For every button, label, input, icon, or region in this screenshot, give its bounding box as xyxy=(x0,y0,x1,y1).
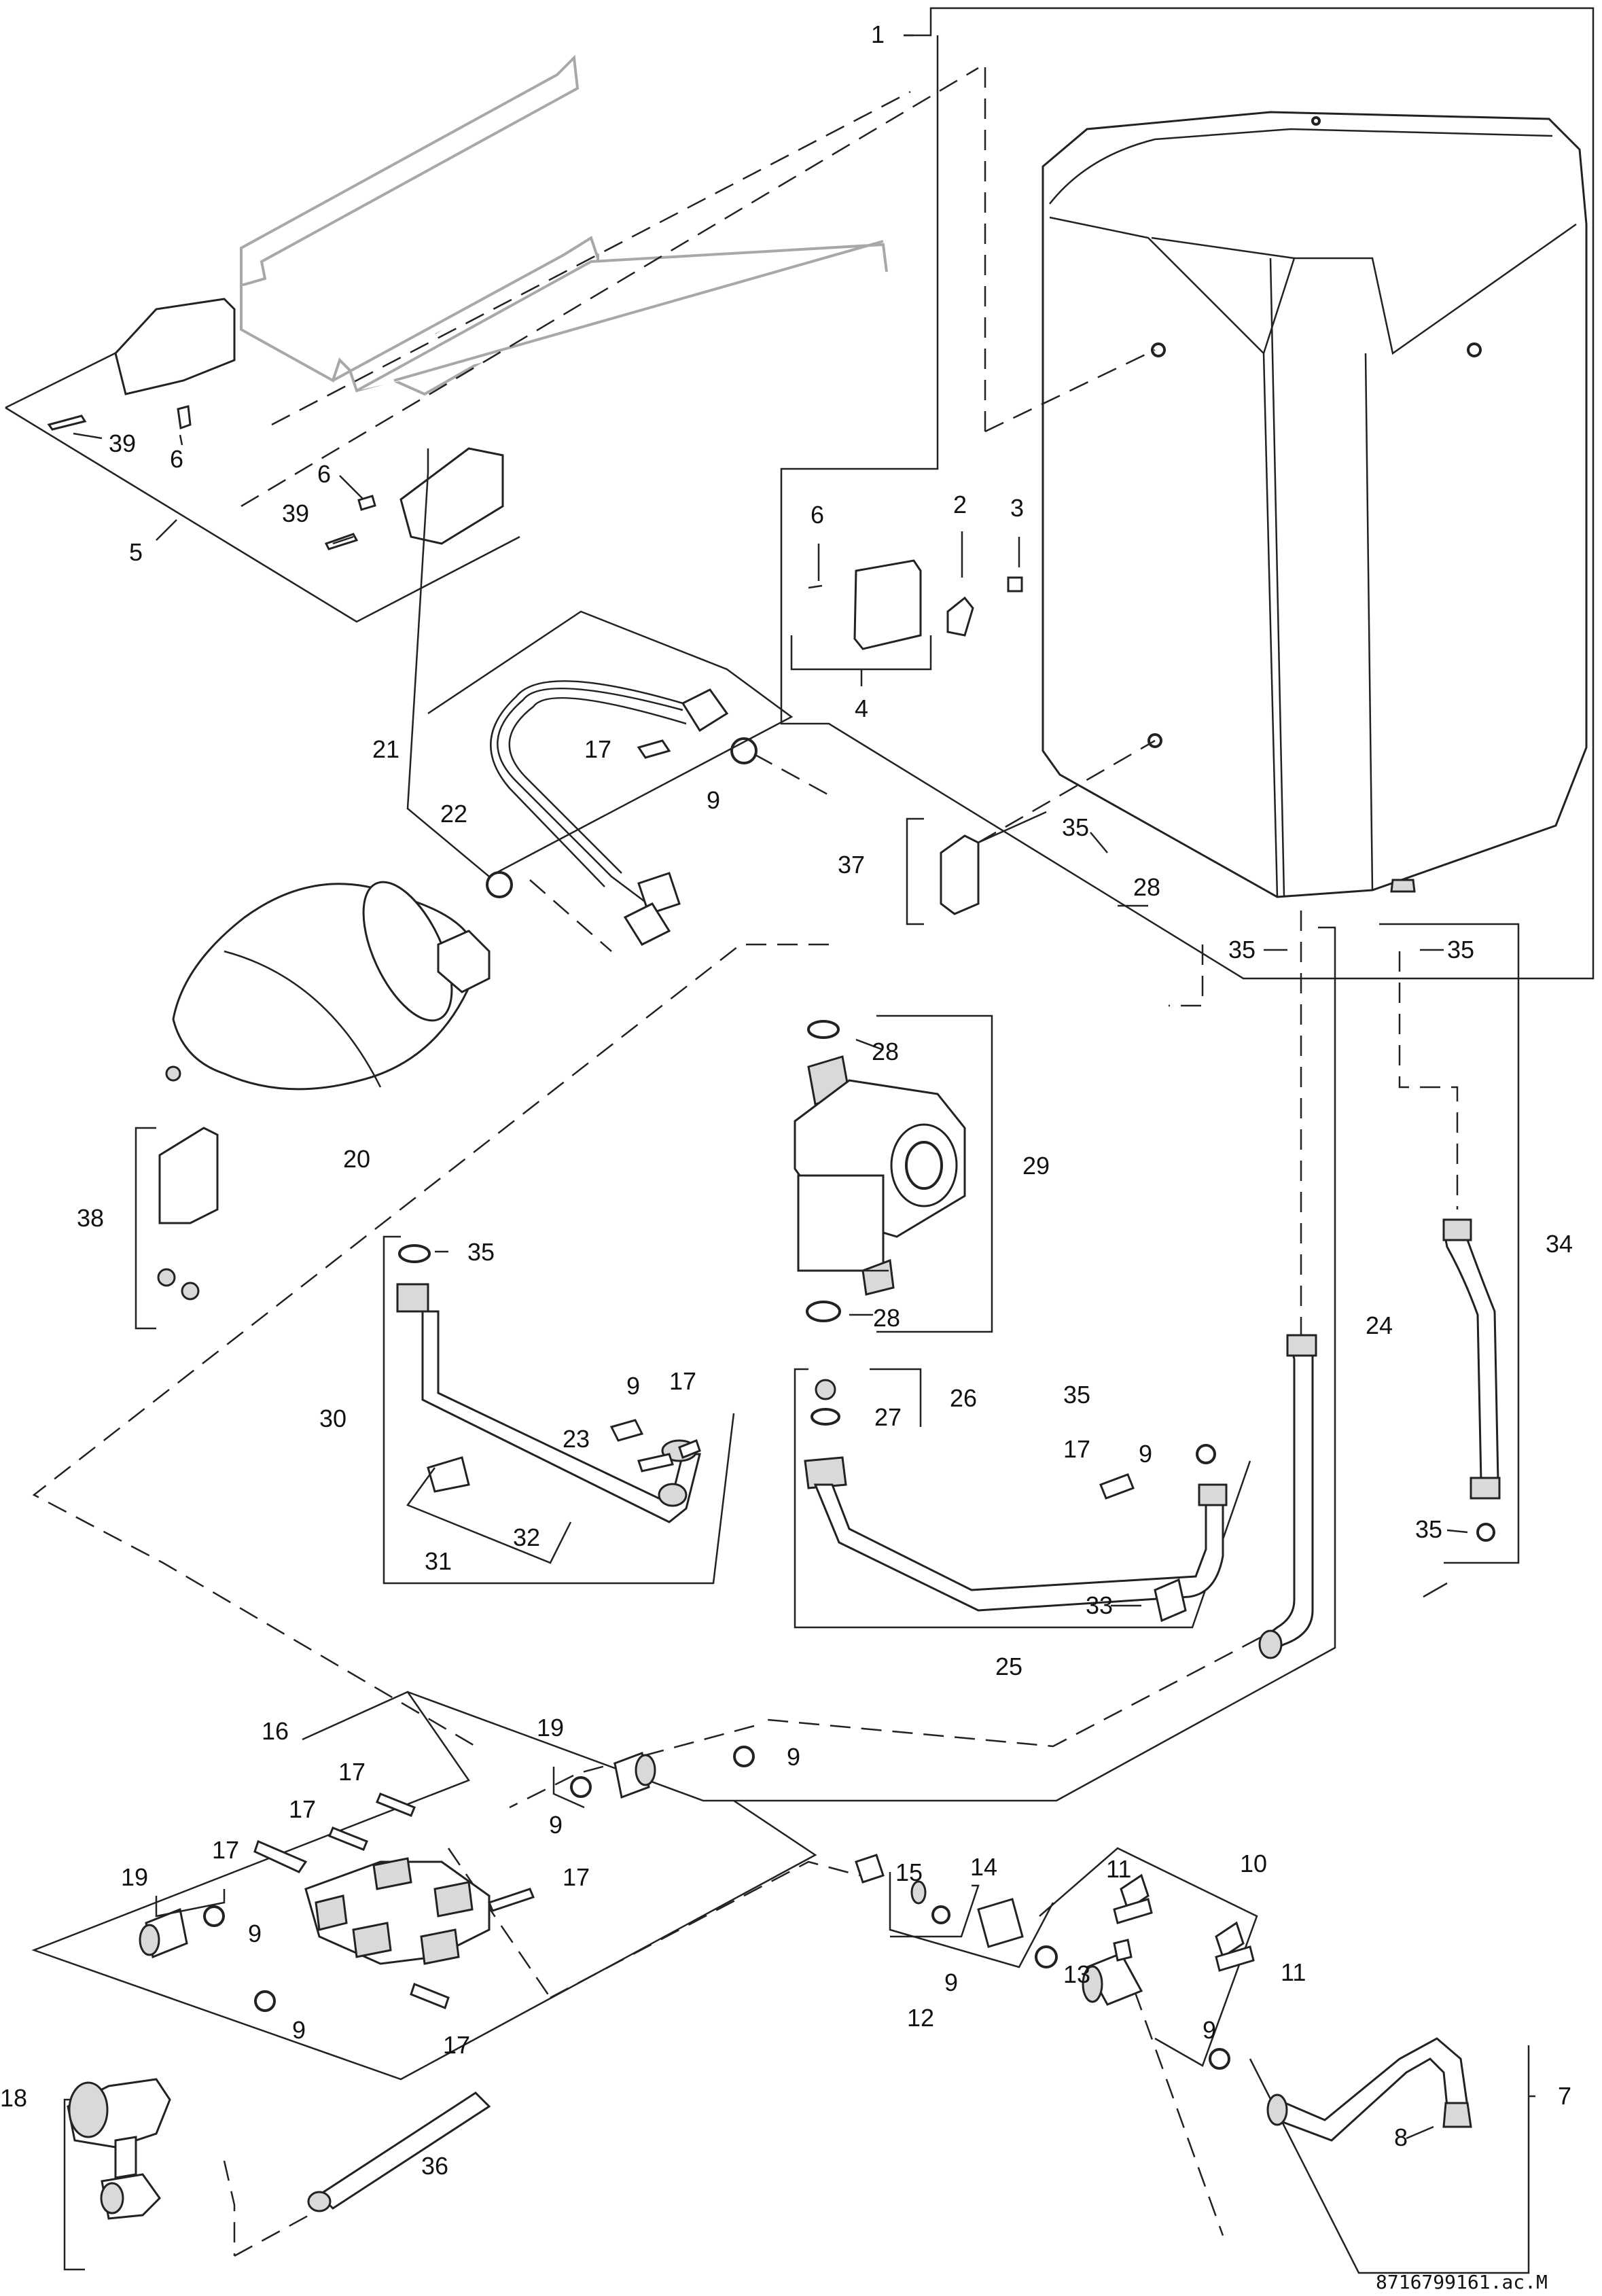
callout-2: 2 xyxy=(953,491,967,518)
callout-9-b: 9 xyxy=(626,1372,640,1400)
pipe-25 xyxy=(794,1368,1251,1629)
callout-35-c: 35 xyxy=(1447,936,1474,964)
callout-10: 10 xyxy=(1240,1850,1267,1877)
pipe-group-7-10 xyxy=(1039,1847,1535,2274)
callout-35-f: 35 xyxy=(1063,1381,1090,1409)
callout-17-b: 17 xyxy=(669,1367,696,1395)
callout-12: 12 xyxy=(907,2004,934,2032)
pump-29 xyxy=(794,1014,993,1333)
callout-6-top: 6 xyxy=(170,445,183,473)
callout-23: 23 xyxy=(563,1425,590,1453)
callout-28-a: 28 xyxy=(1133,873,1160,901)
callout-11-b: 11 xyxy=(1281,1958,1306,1986)
bracket-37 xyxy=(906,739,1156,925)
dashed-connection-lines xyxy=(32,911,1459,2257)
callout-19-b: 19 xyxy=(121,1863,148,1891)
callout-13: 13 xyxy=(1063,1960,1090,1988)
callout-34: 34 xyxy=(1546,1230,1573,1258)
callout-26: 26 xyxy=(950,1384,977,1412)
callout-17-g: 17 xyxy=(563,1863,590,1891)
callout-27: 27 xyxy=(874,1403,902,1431)
electrical-parts-group xyxy=(790,531,1023,686)
callout-24: 24 xyxy=(1366,1311,1393,1339)
callout-15: 15 xyxy=(895,1858,923,1886)
callout-9-a: 9 xyxy=(707,786,720,814)
callout-5: 5 xyxy=(129,538,143,566)
callout-17-f: 17 xyxy=(212,1836,239,1864)
callout-18: 18 xyxy=(0,2084,27,2112)
callout-17-c: 17 xyxy=(1063,1435,1090,1463)
callout-9-i: 9 xyxy=(1203,2016,1216,2044)
pipe-34 xyxy=(1379,923,1520,1564)
tank-assembly xyxy=(780,7,1595,980)
leader-lines xyxy=(73,34,1468,2140)
callout-35-e: 35 xyxy=(1415,1515,1442,1543)
callout-28-c: 28 xyxy=(873,1304,900,1332)
callout-3: 3 xyxy=(1010,494,1024,522)
callout-labels: 1 2 3 4 5 6 6 6 7 8 9 9 9 9 9 9 9 9 9 10… xyxy=(0,20,1573,2293)
callout-36: 36 xyxy=(421,2152,448,2180)
hydraulic-block-16 xyxy=(31,1691,817,2081)
callout-9-c: 9 xyxy=(1139,1440,1152,1468)
callout-33: 33 xyxy=(1086,1591,1113,1619)
callout-6-parts: 6 xyxy=(811,501,824,529)
callout-17-d: 17 xyxy=(338,1758,366,1786)
callout-35-b: 35 xyxy=(1228,936,1256,964)
callout-7: 7 xyxy=(1558,2082,1571,2110)
callout-16: 16 xyxy=(262,1717,289,1745)
callout-4: 4 xyxy=(855,694,868,722)
callout-17-e: 17 xyxy=(289,1795,316,1823)
callout-25: 25 xyxy=(995,1653,1022,1680)
callout-19-a: 19 xyxy=(537,1714,564,1742)
callout-39-b: 39 xyxy=(282,499,309,527)
callout-28-b: 28 xyxy=(872,1038,899,1065)
callout-9-f: 9 xyxy=(248,1920,262,1947)
callout-17-a: 17 xyxy=(584,735,611,763)
callout-30: 30 xyxy=(319,1405,346,1432)
callout-32: 32 xyxy=(513,1523,540,1551)
callout-21: 21 xyxy=(372,735,399,763)
callout-8: 8 xyxy=(1394,2123,1408,2151)
callout-6-mid: 6 xyxy=(317,460,331,488)
callout-1: 1 xyxy=(871,20,885,48)
mounting-frame xyxy=(5,54,979,623)
callout-38: 38 xyxy=(77,1204,104,1232)
callout-20: 20 xyxy=(343,1145,370,1173)
callout-29: 29 xyxy=(1022,1152,1050,1180)
callout-35-d: 35 xyxy=(467,1238,495,1266)
callout-9-e: 9 xyxy=(549,1811,563,1839)
callout-39-a: 39 xyxy=(109,429,136,457)
callout-9-h: 9 xyxy=(944,1968,958,1996)
pipe-30 xyxy=(382,1235,735,1585)
callout-17-h: 17 xyxy=(443,2031,470,2059)
expansion-vessel-group xyxy=(165,448,830,1091)
drawing-code: 8716799161.ac.M xyxy=(1376,2271,1548,2293)
callout-9-d: 9 xyxy=(787,1743,800,1771)
callout-31: 31 xyxy=(425,1547,452,1575)
callout-11-a: 11 xyxy=(1106,1855,1131,1883)
callout-35-a: 35 xyxy=(1062,813,1089,841)
bracket-38 xyxy=(135,1127,219,1330)
pipe-24 xyxy=(407,926,1336,1802)
valve-18-and-hose-36 xyxy=(63,2078,491,2271)
flow-parts-12-15 xyxy=(855,1854,1143,2006)
callout-37: 37 xyxy=(838,851,865,879)
callout-22: 22 xyxy=(440,800,467,828)
callout-9-g: 9 xyxy=(292,2016,306,2044)
callout-14: 14 xyxy=(970,1853,997,1881)
